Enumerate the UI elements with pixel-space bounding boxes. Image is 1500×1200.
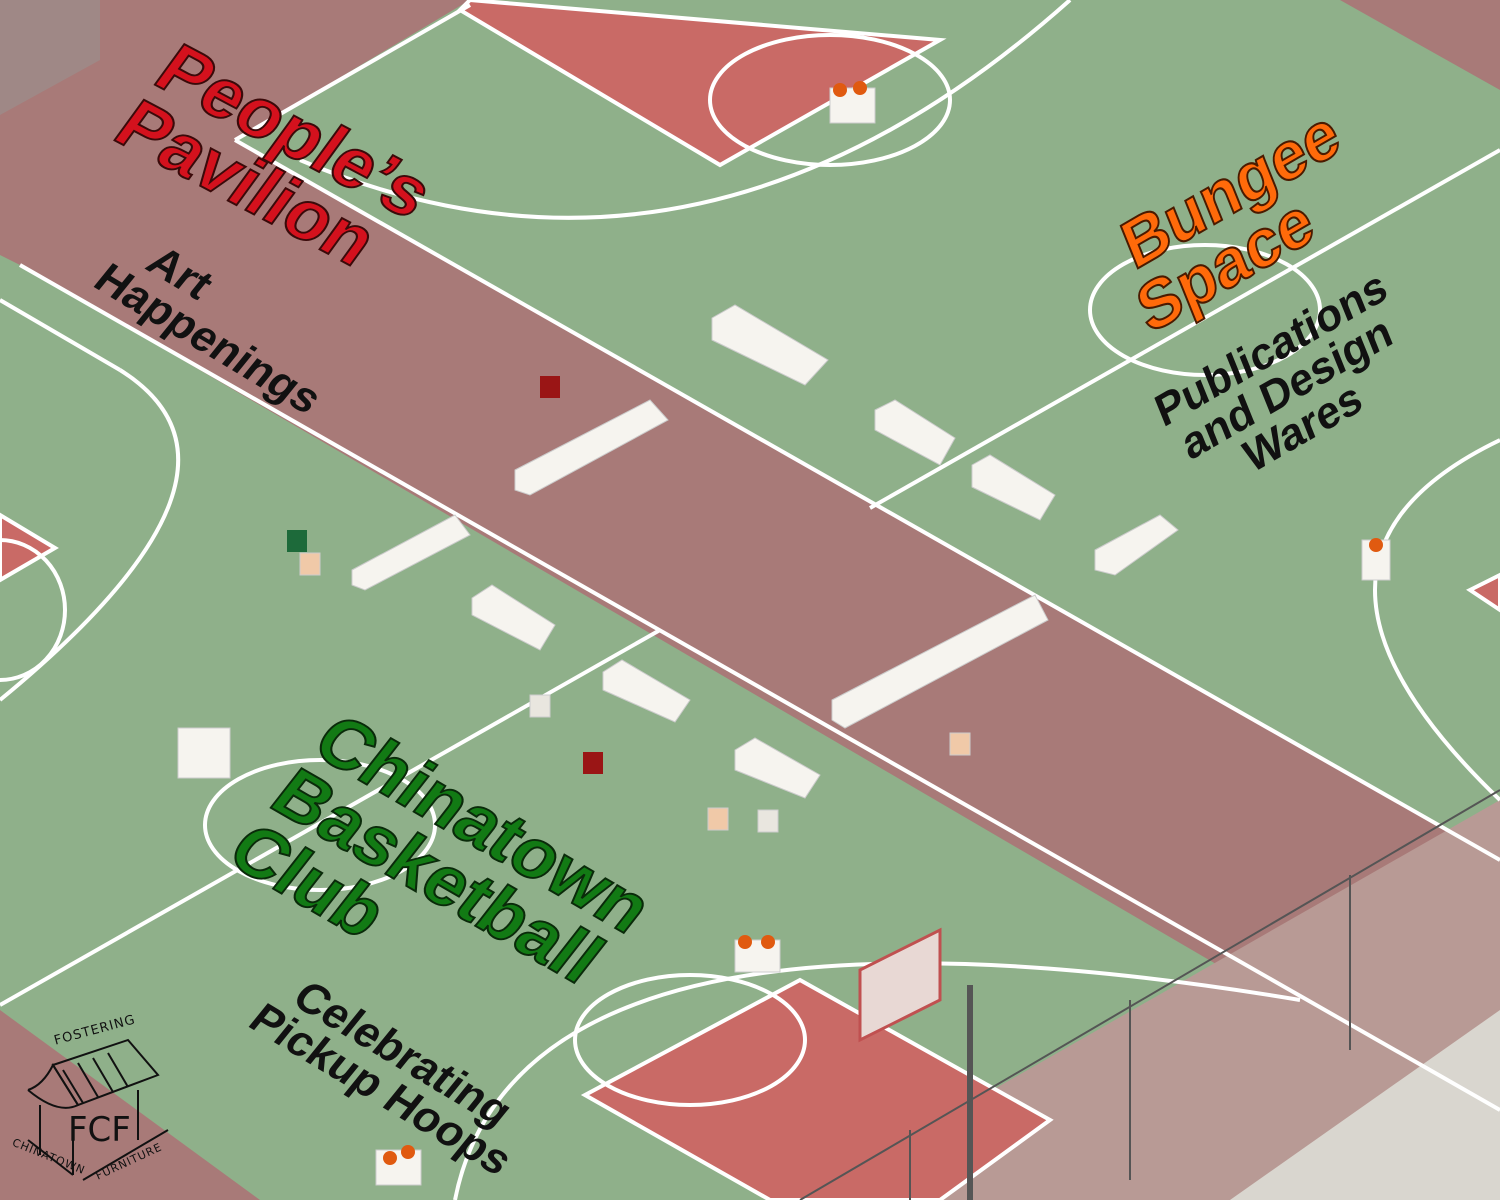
furniture-bench [831,594,1049,729]
furniture-bench [874,399,956,466]
furniture-group [177,81,1391,1186]
furniture-bench [734,737,821,799]
sidewalk [1230,1010,1500,1200]
ffcf-logo: FOSTERING FCF CHINATOWN FURNITURE [8,1012,178,1195]
ball-rack [375,1149,422,1186]
furniture-shelf [177,727,231,779]
stool [529,694,551,718]
furniture-bench [1094,514,1179,576]
key-bottom [580,977,1054,1200]
stool [949,732,971,756]
ball [833,83,847,97]
maroon-band [0,130,1500,1130]
logo-initials: FCF [68,1110,131,1150]
furniture-bench [351,514,471,591]
stool [757,809,779,833]
stool [299,552,321,576]
fence-top-left [0,0,100,115]
pavilion-logo-icon [27,1038,169,1181]
ball [1369,538,1383,552]
cube-red [540,376,560,398]
ball [853,81,867,95]
basketball-hoop [858,927,973,1200]
ball [401,1145,415,1159]
stool [707,807,729,831]
ball [738,935,752,949]
furniture-bench [602,659,691,723]
ball [761,935,775,949]
ball [383,1151,397,1165]
maroon-top-left [0,0,470,140]
maroon-bottom-left [0,1010,260,1200]
cube-red [583,752,603,774]
cube-green [287,530,307,552]
furniture-bench [514,399,669,496]
fence [799,789,1500,1200]
furniture-bench [471,584,556,651]
furniture-bench [971,454,1056,521]
key-right [1466,572,1500,613]
maroon-top-right [1340,0,1500,90]
furniture-bench [711,304,829,386]
